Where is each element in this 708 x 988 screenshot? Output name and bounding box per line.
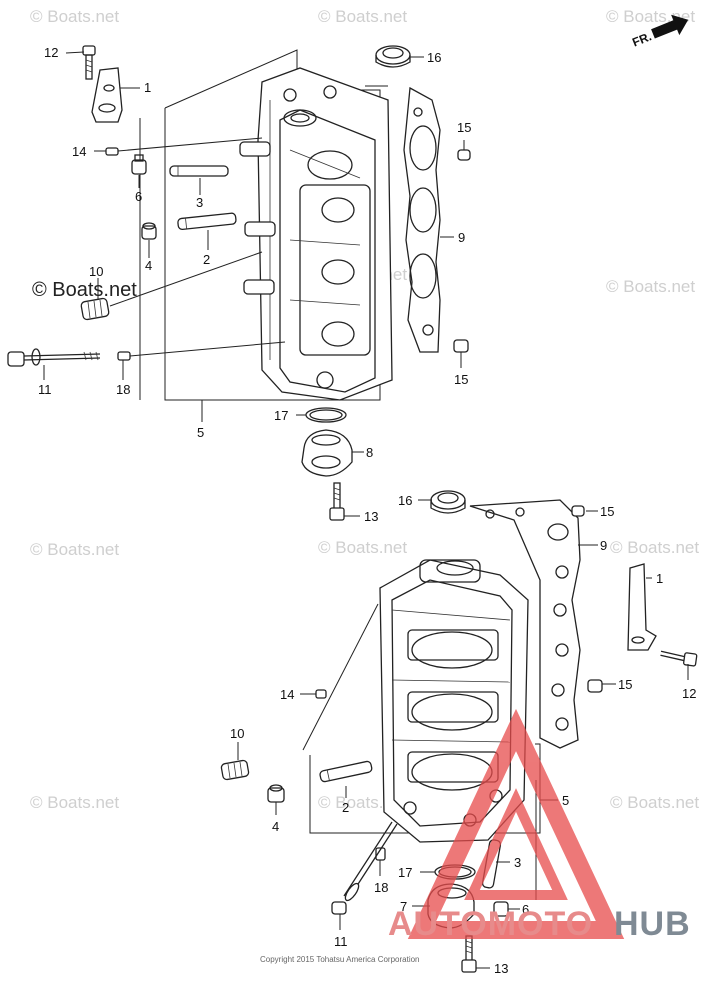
callout-labels: 12 1 14 6 3 2 4 10 11 18 5 17 8 13 16 15… — [38, 45, 471, 524]
callout-label: 18 — [374, 880, 388, 895]
leader-line — [129, 341, 286, 357]
callout-label: 8 — [366, 445, 373, 460]
dowel-pin — [117, 351, 131, 361]
leader-lines — [43, 51, 465, 517]
plug — [267, 784, 285, 803]
callout-label: 4 — [145, 258, 152, 273]
group-bracket — [302, 603, 379, 751]
lifting-bracket — [91, 67, 123, 123]
callout-label: 6 — [522, 902, 529, 917]
valve-guide — [169, 165, 229, 177]
watermark: © Boats.net — [318, 538, 407, 557]
callout-label: 7 — [400, 899, 407, 914]
callout-label: 15 — [457, 120, 471, 135]
callout-label: 12 — [44, 45, 58, 60]
brand-name-part2: HUB — [614, 905, 691, 943]
group-bracket — [164, 49, 381, 401]
oil-seal — [430, 490, 466, 514]
callout-label: 15 — [600, 504, 614, 519]
callout-label: 14 — [72, 144, 86, 159]
head-bolt — [7, 348, 101, 367]
callout-label: 11 — [334, 934, 348, 949]
watermark: © Boats.net — [606, 277, 695, 296]
watermark: © Boats.net — [610, 793, 699, 812]
callout-label: 10 — [230, 726, 244, 741]
head-gasket — [403, 86, 441, 353]
arrow-icon — [651, 14, 689, 39]
callout-label: 3 — [514, 855, 521, 870]
callout-label: 5 — [197, 425, 204, 440]
lifting-bracket — [627, 563, 657, 651]
valve-guide — [177, 212, 237, 231]
copyright-notice: Copyright 2015 Tohatsu America Corporati… — [260, 955, 420, 964]
callout-label: 1 — [656, 571, 663, 586]
callout-label: 2 — [203, 252, 210, 267]
callout-label: 13 — [364, 509, 378, 524]
callout-label: 11 — [38, 382, 52, 397]
bolt — [82, 45, 96, 80]
direction-label: FR. — [630, 29, 653, 49]
brand-logo: AUTOMOTO HUB — [388, 708, 691, 943]
bolt — [660, 650, 698, 667]
bolt — [329, 482, 345, 521]
watermark: © Boats.net — [30, 540, 119, 559]
callout-label: 15 — [454, 372, 468, 387]
callout-label: 9 — [600, 538, 607, 553]
upper-cylinder-head-assembly: 12 1 14 6 3 2 4 10 11 18 5 17 8 13 16 15… — [7, 45, 471, 524]
watermark: © Boats.net — [32, 279, 137, 301]
dowel-pin — [587, 679, 603, 693]
head-gasket — [469, 499, 581, 749]
watermark: © Boats.net — [30, 7, 119, 26]
plug — [141, 222, 157, 240]
cylinder-head — [239, 67, 393, 401]
brand-name-part1: AUTOMOTO — [388, 905, 593, 943]
callout-label: 4 — [272, 819, 279, 834]
callout-label: 17 — [274, 408, 288, 423]
callout-label: 9 — [458, 230, 465, 245]
front-direction-indicator: FR. — [630, 14, 689, 50]
callout-label: 15 — [618, 677, 632, 692]
thermostat-cover — [301, 429, 353, 477]
plug — [131, 154, 147, 175]
dowel-pin — [457, 149, 471, 161]
spring — [80, 297, 110, 321]
callout-label: 2 — [342, 800, 349, 815]
watermark: © Boats.net — [30, 793, 119, 812]
callout-label: 12 — [682, 686, 696, 701]
callout-label: 5 — [562, 793, 569, 808]
dowel-pin — [453, 339, 469, 353]
callout-label: 3 — [196, 195, 203, 210]
watermark: © Boats.net — [610, 538, 699, 557]
oil-seal — [375, 45, 411, 68]
callout-label: 1 — [144, 80, 151, 95]
callout-label: 18 — [116, 382, 130, 397]
watermark: © Boats.net — [318, 7, 407, 26]
spring — [220, 759, 250, 781]
callout-label: 16 — [398, 493, 412, 508]
o-ring — [309, 409, 343, 421]
dowel-pin — [571, 505, 585, 517]
group-bracket — [309, 743, 541, 834]
callout-label: 17 — [398, 865, 412, 880]
head-bolt — [331, 821, 398, 915]
bolt — [461, 935, 477, 973]
callout-label: 13 — [494, 961, 508, 976]
callout-label: 10 — [89, 264, 103, 279]
valve-guide — [319, 760, 373, 783]
callout-label: 16 — [427, 50, 441, 65]
lower-cylinder-head-assembly: 16 15 9 1 15 12 14 10 2 4 5 3 17 18 7 6 … — [220, 490, 698, 976]
cylinder-head — [379, 559, 529, 843]
callout-labels: 16 15 9 1 15 12 14 10 2 4 5 3 17 18 7 6 … — [230, 493, 696, 976]
callout-label: 14 — [280, 687, 294, 702]
dowel-pin — [315, 689, 327, 699]
triangle-logo-icon — [407, 708, 625, 939]
dowel-pin — [105, 147, 119, 156]
callout-label: 6 — [135, 189, 142, 204]
